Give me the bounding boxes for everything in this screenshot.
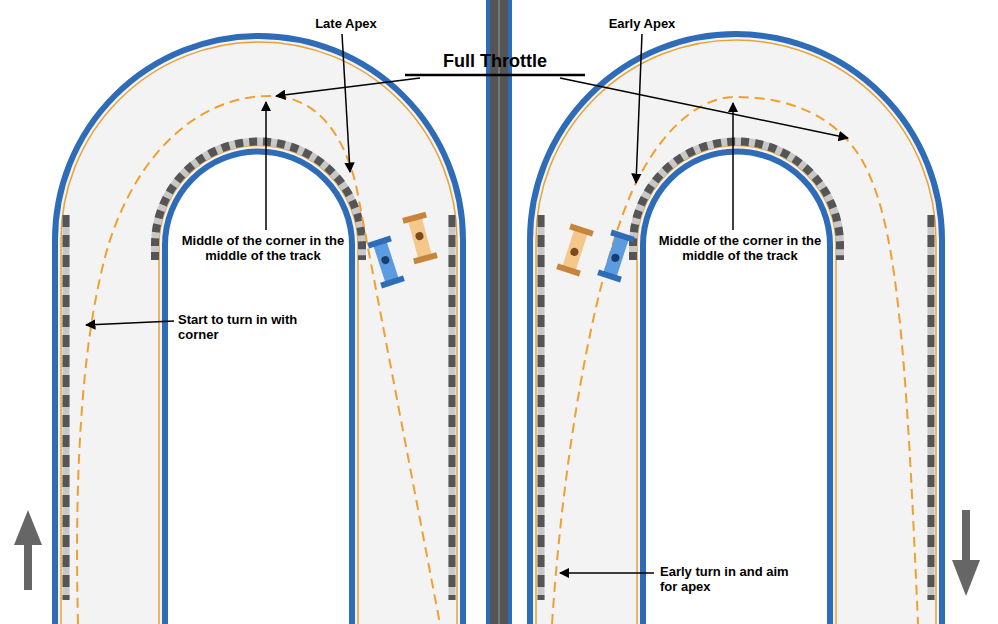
heading-label: Full Throttle <box>415 51 575 72</box>
race-car <box>597 229 635 282</box>
leader-line <box>86 34 848 573</box>
race-car <box>556 223 594 276</box>
left-track <box>55 36 463 624</box>
annotation-label: Middle of the corner in the middle of th… <box>650 234 830 264</box>
track-divider <box>486 0 512 624</box>
race-car <box>402 212 438 265</box>
direction-arrow <box>14 510 980 596</box>
annotation-label: Early turn in and aim for apex <box>660 565 800 595</box>
race-car <box>367 235 405 288</box>
annotation-label: Start to turn in with corner <box>178 313 328 343</box>
annotation-label: Middle of the corner in the middle of th… <box>172 234 354 264</box>
annotation-label: Late Apex <box>300 17 392 32</box>
right-track <box>530 34 942 624</box>
annotation-label: Early Apex <box>596 17 688 32</box>
